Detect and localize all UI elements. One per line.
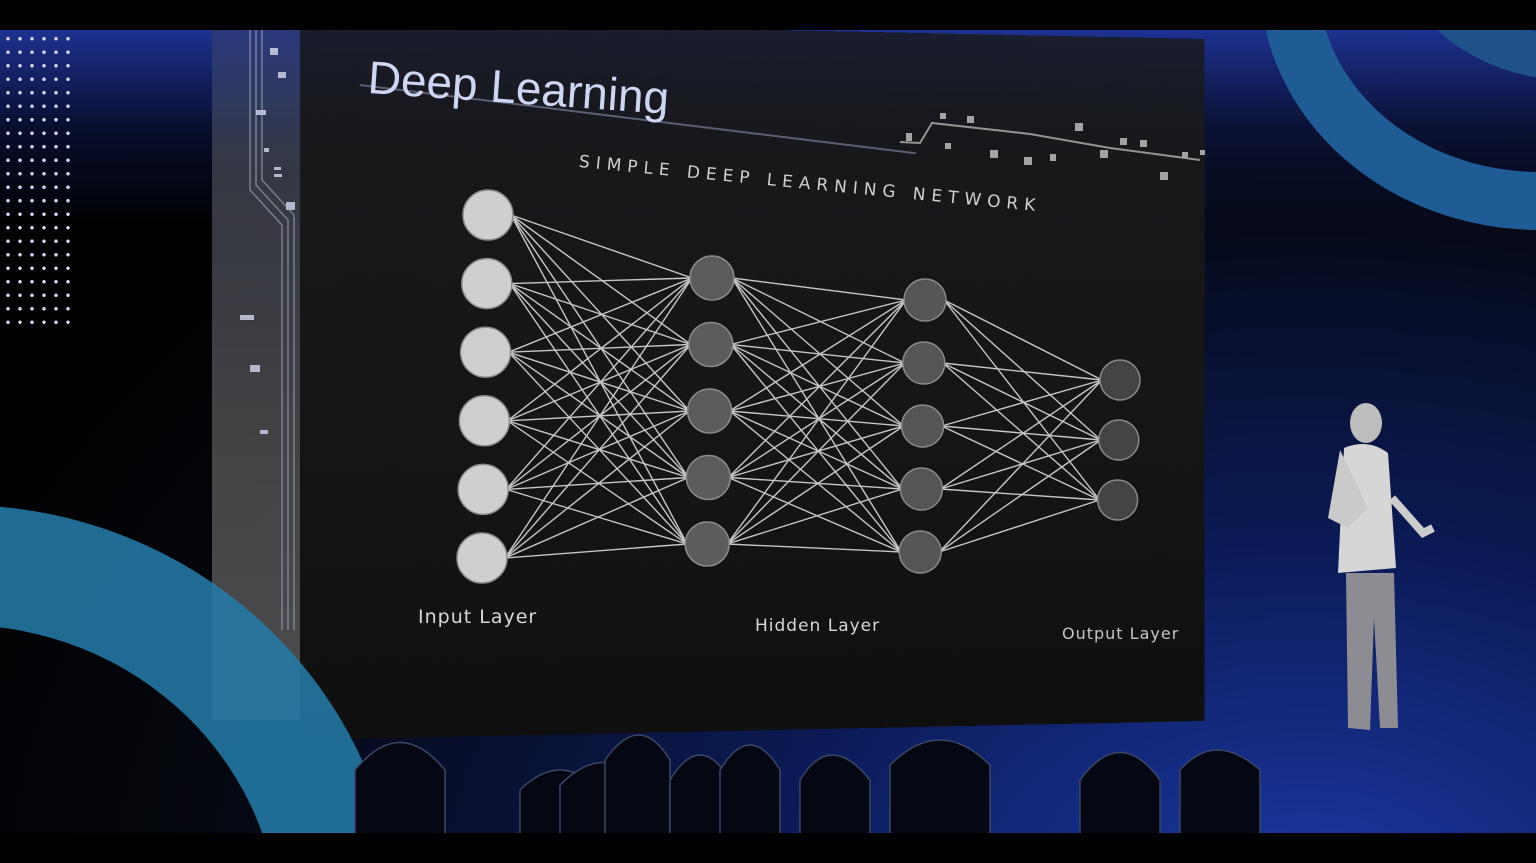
neuron-node <box>462 259 512 309</box>
connection-lines <box>505 215 1102 558</box>
neuron-node <box>900 468 942 510</box>
data-scatter-decoration <box>900 113 1205 180</box>
neuron-node <box>1099 420 1139 460</box>
stage-photo: Deep Learning SIMPLE DEEP LEARNING NETWO… <box>0 30 1536 833</box>
neuron-node <box>690 256 734 300</box>
neuron-node <box>457 533 507 583</box>
neuron-node <box>688 389 732 433</box>
neuron-node <box>1100 360 1140 400</box>
neuron-node <box>902 405 944 447</box>
letterbox-bottom <box>0 833 1536 863</box>
hidden-layer-label: Hidden Layer <box>755 616 880 636</box>
neuron-node <box>1098 480 1138 520</box>
neuron-node <box>899 531 941 573</box>
letterbox-top <box>0 0 1536 30</box>
neuron-node <box>689 323 733 367</box>
neuron-node <box>686 456 730 500</box>
input-layer-label: Input Layer <box>418 606 537 628</box>
neuron-node <box>904 279 946 321</box>
audience-silhouettes <box>0 670 1536 833</box>
neuron-node <box>903 342 945 384</box>
neuron-node <box>459 396 509 446</box>
neuron-node <box>463 190 513 240</box>
neuron-node <box>461 327 511 377</box>
neuron-node <box>685 522 729 566</box>
neuron-node <box>458 464 508 514</box>
output-layer-label: Output Layer <box>1062 624 1179 643</box>
